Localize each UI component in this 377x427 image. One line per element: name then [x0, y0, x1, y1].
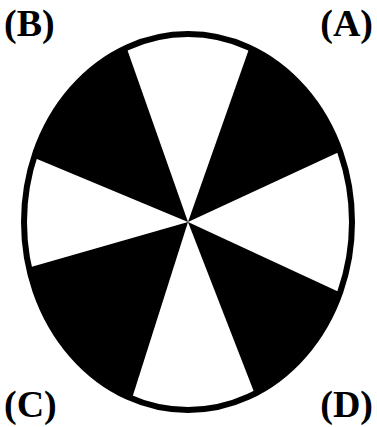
panel-label: (C): [4, 385, 57, 423]
wedges: [21, 34, 352, 410]
panel-label: (B): [4, 4, 55, 42]
black-sector: [188, 222, 348, 402]
panel-label: (A): [320, 4, 373, 42]
black-sector: [26, 39, 188, 222]
wheel-ground: [24, 34, 352, 410]
panel-label: (D): [320, 385, 373, 423]
black-sector: [188, 39, 348, 222]
wheel-rim: [24, 34, 352, 410]
